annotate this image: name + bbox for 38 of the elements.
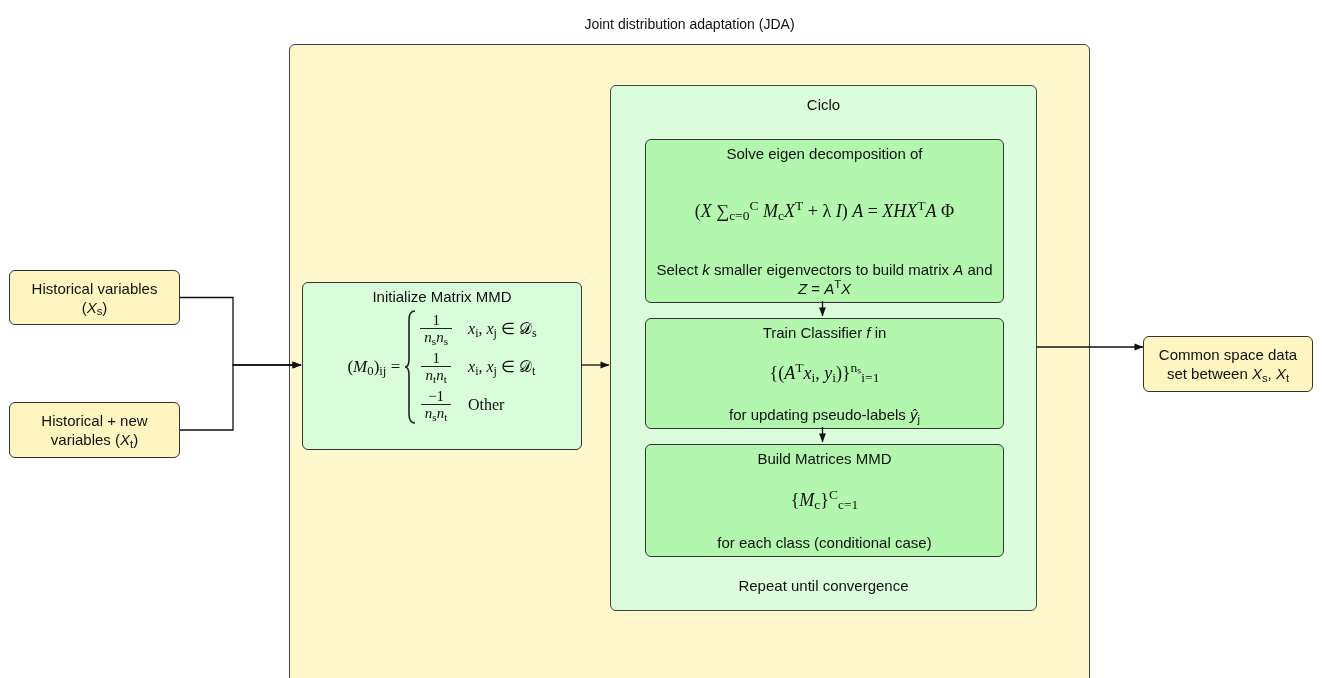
case-condition: x$_{i}$, x$_{j}$ ∈ 𝒟$_{s}$ — [468, 319, 537, 341]
node-label: Historical variables (X$_{s}$) — [30, 278, 159, 317]
fraction-denominator: n$_{t}$n$_{t}$ — [421, 366, 451, 384]
step-heading: Build Matrices MMD — [757, 449, 892, 468]
connector-arrow — [580, 361, 610, 369]
node-label: Historical + new variables (X$_{t}$) — [40, 411, 149, 449]
connector-arrow — [179, 361, 302, 431]
input-box — [9, 402, 180, 458]
input-box — [1143, 336, 1313, 392]
input-box — [9, 270, 180, 325]
fraction-numerator: 1 — [432, 350, 440, 366]
process-box — [302, 282, 582, 450]
fraction-denominator: n$_{s}$n$_{s}$ — [420, 328, 452, 346]
node-label: Common space data set between X$_{s}$, X$_{t}$ — [1157, 345, 1299, 383]
step-heading: Train Classifier f in — [762, 323, 887, 342]
math-formula: (X ∑$_{c=0}$$^{C}$ M$_{c}$X$^{T}$ + λ I) A = XHX$^{T}$A Φ — [694, 198, 955, 225]
panel-footer: Repeat until convergence — [611, 574, 1036, 597]
process-box — [645, 318, 1004, 429]
loop-panel — [610, 85, 1037, 611]
diagram-title: Joint distribution adaptation (JDA) — [583, 15, 796, 34]
panel-heading: Ciclo — [805, 95, 842, 115]
fraction-numerator: 1 — [432, 312, 440, 328]
step-description: for updating pseudo-labels ŷ$_{j}$ — [729, 405, 920, 424]
fraction-denominator: n$_{s}$n$_{t}$ — [420, 404, 452, 422]
process-box — [645, 139, 1004, 303]
fraction-numerator: −1 — [428, 388, 445, 404]
connector-arrow — [819, 426, 826, 443]
case-condition: x$_{i}$, x$_{j}$ ∈ 𝒟$_{t}$ — [468, 357, 537, 379]
step-description: for each class (conditional case) — [717, 533, 932, 552]
connector-arrow — [819, 300, 826, 317]
connector-arrow — [1035, 343, 1144, 351]
process-box — [645, 444, 1004, 557]
step-heading: Solve eigen decomposition of — [726, 144, 923, 163]
step-description: Select k smaller eigenvectors to build matrix A and Z = A$^{T}$X — [655, 260, 994, 298]
case-condition: Other — [468, 395, 506, 415]
step-heading: Initialize Matrix MMD — [372, 287, 512, 306]
math-formula: (M$_{0}$)$_{ij}$ = — [347, 356, 401, 380]
section-panel — [289, 44, 1090, 678]
